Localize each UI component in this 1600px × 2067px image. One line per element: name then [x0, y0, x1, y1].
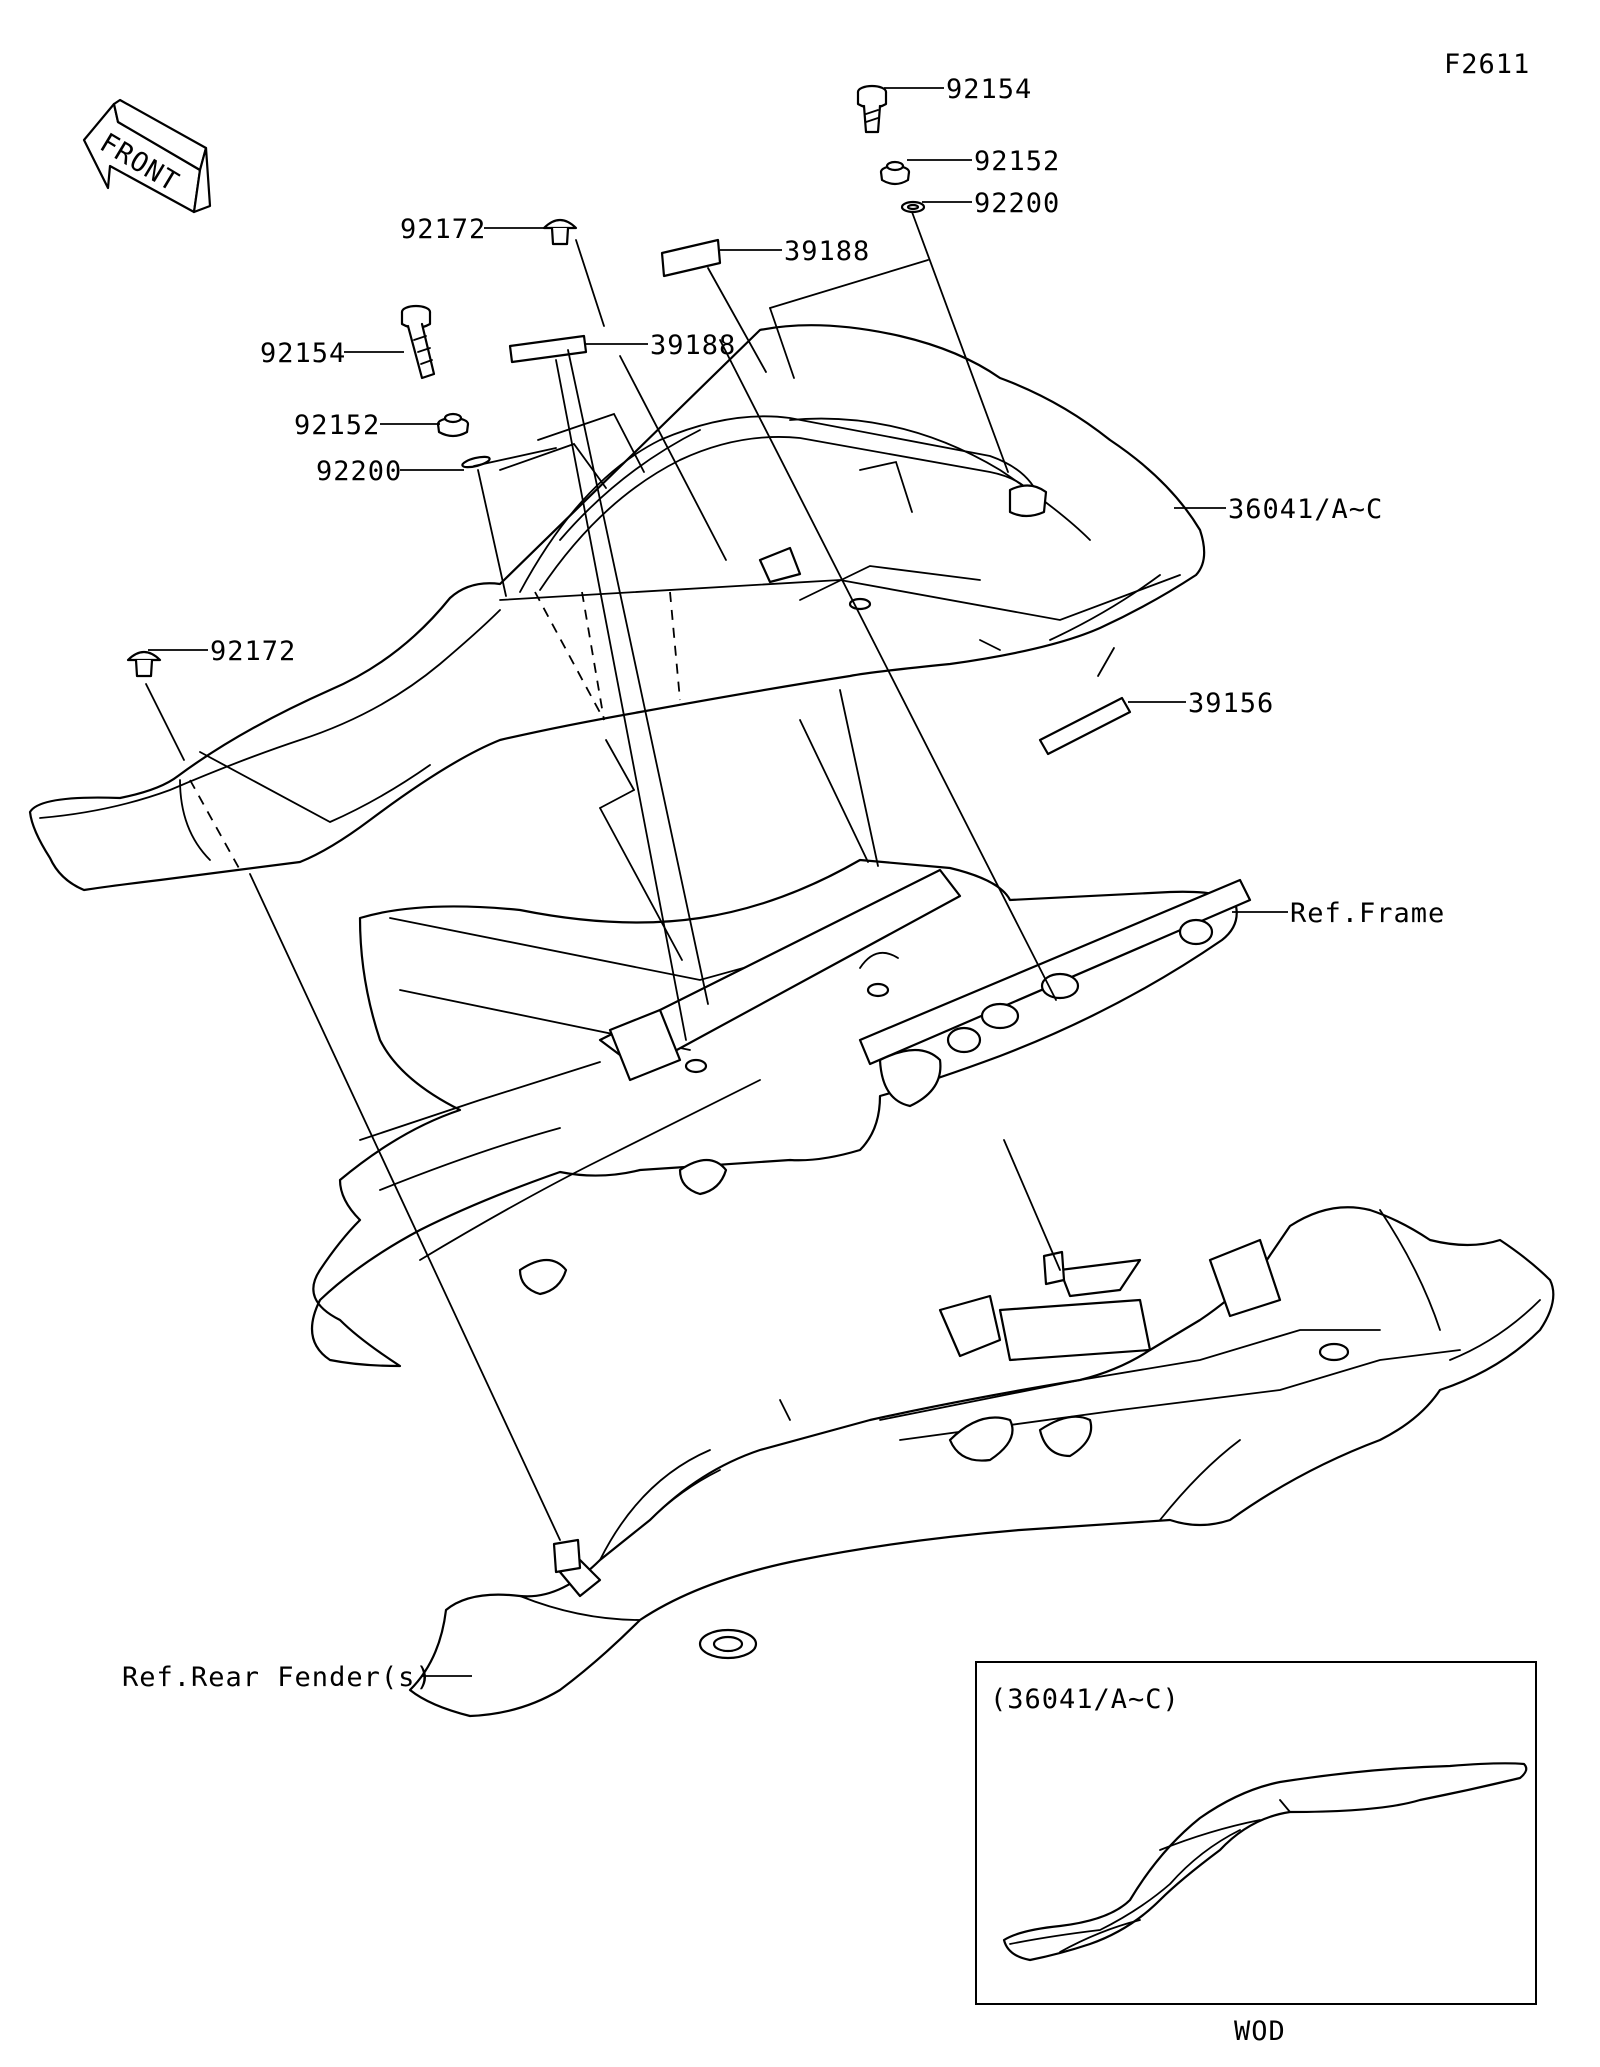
callout-92200-top-right: 92200 [974, 188, 1060, 219]
inset-frame [975, 1661, 1537, 2005]
collar-92152-top-right [879, 160, 911, 186]
ref-rear-fender-label: Ref.Rear Fender(s) [122, 1662, 433, 1693]
inset-seat-cover [1002, 1762, 1528, 1962]
seat-cover-36041 [28, 324, 1206, 892]
inset-caption: WOD [1234, 2016, 1286, 2047]
callout-92172-left: 92172 [210, 636, 296, 667]
callout-39188-top: 39188 [784, 236, 870, 267]
rear-fender-reference [408, 1206, 1555, 1718]
callout-39188-mid: 39188 [650, 330, 736, 361]
callout-92154-left: 92154 [260, 338, 346, 369]
assembly-lines [145, 211, 1115, 1541]
label-39188-mid [508, 334, 588, 364]
label-39156 [1038, 696, 1132, 756]
label-39188-top [660, 238, 722, 278]
variant-inset: (36041/A~C) [975, 1661, 1537, 2005]
frame-reference [310, 858, 1252, 1368]
collar-92152-left [436, 412, 470, 438]
callout-92154-top-right: 92154 [946, 74, 1032, 105]
ref-frame-label: Ref.Frame [1290, 898, 1445, 929]
hidden-edges [189, 591, 681, 871]
leader-lines [148, 87, 1288, 1677]
washer-92200-left [461, 455, 491, 469]
callout-92152-left: 92152 [294, 410, 380, 441]
bolt-92154-top-right [856, 84, 888, 134]
front-arrow-icon: FRONT [82, 98, 212, 214]
figure-id: F2611 [1444, 49, 1530, 80]
washer-92200-top-right [900, 200, 926, 214]
callout-39156: 39156 [1188, 688, 1274, 719]
screw-92172-left [126, 650, 162, 678]
callout-92172-top: 92172 [400, 214, 486, 245]
callout-92200-left: 92200 [316, 456, 402, 487]
callout-92152-top-right: 92152 [974, 146, 1060, 177]
callout-36041: 36041/A~C [1228, 494, 1383, 525]
inset-title: (36041/A~C) [990, 1684, 1180, 1715]
screw-92172-top [542, 218, 578, 246]
bolt-92154-left [400, 304, 436, 380]
